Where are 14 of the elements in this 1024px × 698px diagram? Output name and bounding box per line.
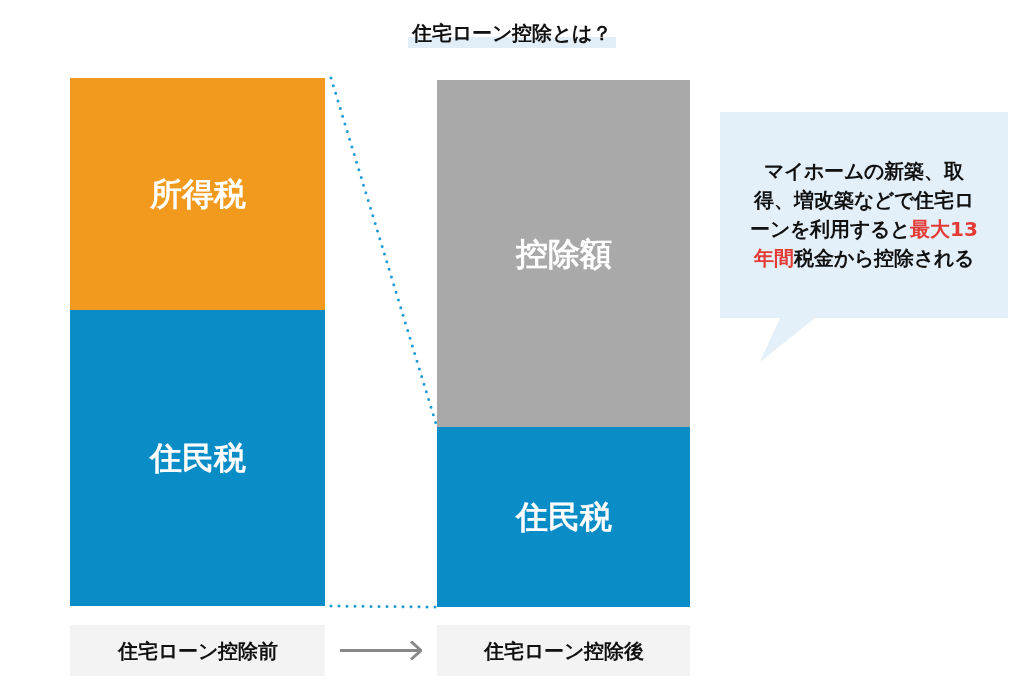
bar-label: 住民税: [149, 438, 246, 479]
tax-bar-segment: [70, 78, 325, 310]
arrow: [340, 640, 423, 661]
callout-text: マイホームの新築、取得、増改築などで住宅ローンを利用すると最大13年間税金から控除される: [749, 158, 979, 272]
bar-label: 住宅ローン控除前: [117, 637, 278, 665]
tax-bar-segment: [70, 310, 325, 606]
deduction-bar-segment: [437, 80, 690, 427]
speech-bubble: [720, 112, 1008, 362]
bar-label: 控除額: [515, 233, 612, 275]
bar-label: 住民税: [515, 497, 612, 538]
bar-label: 所得税: [149, 174, 246, 215]
tax-bar-segment: [437, 427, 690, 607]
dotted-guide-line: [329, 604, 439, 609]
bar-label: 住宅ローン控除後: [483, 637, 644, 665]
